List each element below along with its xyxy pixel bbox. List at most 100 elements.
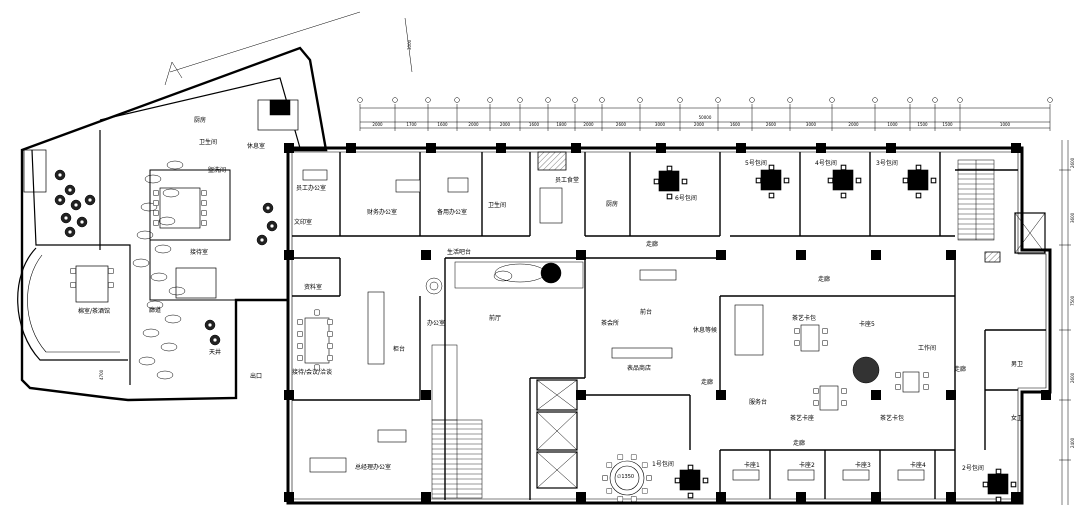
room-label-r46: 盥洗间	[208, 167, 227, 174]
room-label-r26: 走廊	[701, 379, 714, 386]
chair	[153, 200, 159, 206]
chair	[327, 355, 333, 361]
chair	[841, 388, 847, 394]
chair	[617, 495, 624, 502]
top-dimension-label: 2000	[848, 122, 859, 127]
top-dimension-label: 2000	[468, 122, 479, 127]
chair	[201, 220, 207, 226]
chair	[768, 192, 775, 199]
top-dimension-label: 2000	[499, 122, 511, 127]
chair	[982, 481, 989, 488]
chair	[995, 496, 1002, 503]
chair	[822, 328, 828, 334]
top-dimension-label: 2000	[583, 122, 594, 127]
top-dimension-label: 2600	[765, 122, 777, 127]
side-dimension-label: 2600	[1070, 372, 1075, 383]
chair	[606, 462, 613, 469]
room-label-r22: 茶艺卡包	[792, 315, 817, 322]
room-label-r20: 柜台	[393, 346, 406, 353]
room-label-r34: 女卫	[1011, 415, 1024, 422]
side-dimension-label: 2400	[1070, 437, 1075, 448]
top-dimension-label: 2000	[372, 122, 383, 127]
room-label-r15: 资料室	[304, 284, 323, 291]
chair	[630, 454, 637, 461]
chair	[201, 210, 207, 216]
side-dimension-label: 2600	[1070, 157, 1075, 168]
chair	[602, 475, 608, 481]
room-label-r08: 5号包间	[745, 160, 767, 167]
top-dimension-label: 1500	[917, 122, 928, 127]
room-label-r30: 出口	[250, 373, 263, 380]
chair	[995, 468, 1002, 475]
chair	[108, 268, 114, 274]
top-dimension-label: 1600	[437, 122, 448, 127]
room-label-r36: 总经理办公室	[355, 464, 392, 471]
chair	[70, 282, 76, 288]
top-dimension-label: 1700	[406, 122, 417, 127]
room-label-r39: 卡座2	[799, 462, 815, 469]
room-label-r28: 男卫	[1011, 361, 1024, 368]
chair	[153, 210, 159, 216]
stair-right-treads	[958, 163, 994, 240]
top-dimension-label: 1600	[729, 122, 741, 127]
chair	[297, 319, 303, 325]
garden-shrubs	[54, 160, 278, 380]
chair	[641, 487, 648, 494]
room-label-r40: 卡座3	[855, 462, 871, 469]
room-label-r24: 工作间	[918, 345, 937, 352]
chair	[827, 177, 834, 184]
interior-walls	[292, 152, 1046, 500]
side-dimension-label: 3600	[1070, 212, 1075, 223]
chair	[755, 177, 762, 184]
hatched-shafts	[537, 151, 1001, 263]
room-label-r19: 办公室	[427, 320, 446, 327]
chair	[702, 477, 709, 484]
chair	[153, 220, 159, 226]
chair	[783, 177, 790, 184]
room-label-r14: 走廊	[818, 276, 831, 283]
top-dimension-label: 1000	[887, 122, 898, 127]
chair	[794, 328, 800, 334]
chair	[794, 340, 800, 346]
chair	[841, 400, 847, 406]
chair	[666, 193, 673, 200]
chair	[674, 477, 681, 484]
outer-dimension-label: 4700	[99, 369, 104, 380]
chair	[666, 165, 673, 172]
top-dimension-label: 2000	[693, 122, 705, 127]
room-label-r06: 厨房	[606, 201, 619, 208]
top-dimension-label: 1800	[556, 122, 567, 127]
chair	[681, 178, 688, 185]
chair	[915, 192, 922, 199]
chair	[327, 343, 333, 349]
room-label-r01: 员工办公室	[296, 185, 327, 192]
chair	[822, 340, 828, 346]
room-label-r31: 服务台	[749, 399, 768, 406]
top-dimension-label: 1000	[999, 122, 1011, 127]
stair-mid	[431, 344, 458, 421]
room-label-r25: 表品商店	[627, 365, 652, 372]
room-label-r38: 卡座1	[744, 462, 760, 469]
room-label-r29: 接待/会议/洽谈	[292, 369, 333, 376]
room-label-r21: 休息等候	[693, 327, 718, 334]
chair	[902, 177, 909, 184]
room-label-r27: 走廊	[954, 366, 967, 373]
chair	[606, 487, 613, 494]
chair	[617, 454, 624, 461]
chairs	[297, 164, 1017, 503]
room-label-r05: 员工食堂	[555, 177, 580, 184]
chair	[297, 355, 303, 361]
chair	[630, 495, 637, 502]
right-dimension-line	[1059, 140, 1071, 505]
top-dimension-ticks	[359, 104, 1051, 131]
chair	[895, 372, 901, 378]
chair	[297, 331, 303, 337]
chair	[923, 372, 929, 378]
room-label-r44: 卫生间	[199, 139, 218, 146]
chair	[930, 177, 937, 184]
room-label-r09: 4号包间	[815, 160, 837, 167]
top-dimension-label: 3000	[654, 122, 666, 127]
room-label-r35: 走廊	[793, 440, 806, 447]
chair	[1010, 481, 1017, 488]
